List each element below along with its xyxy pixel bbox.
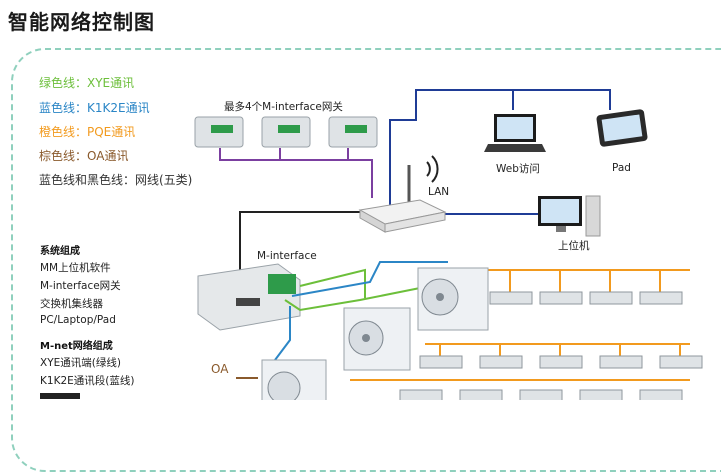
mnet-item-xye: XYE通讯端(绿线) bbox=[40, 357, 121, 369]
system-item-pc-laptop-pad: PC/Laptop/Pad bbox=[40, 314, 116, 326]
outdoor-unit-2 bbox=[343, 307, 411, 371]
gateway-device-1 bbox=[194, 116, 244, 148]
legend-item-oa: 棕色线：OA通讯 bbox=[39, 149, 129, 163]
indoor-units-row-2 bbox=[419, 355, 703, 369]
gateway-device-2 bbox=[261, 116, 311, 148]
gateway-bus-line bbox=[219, 148, 373, 198]
xye-line-2 bbox=[284, 287, 421, 312]
system-item-m-interface: M-interface网关 bbox=[40, 280, 121, 292]
system-item-mm-software: MM上位机软件 bbox=[40, 262, 111, 274]
mnet-item-k1k2e: K1K2E通讯段(蓝线) bbox=[40, 375, 135, 387]
page-title: 智能网络控制图 bbox=[8, 10, 155, 34]
router-icon bbox=[358, 165, 447, 233]
web-access-label: Web访问 bbox=[496, 163, 540, 175]
k1k2e-line-1 bbox=[291, 261, 448, 297]
legend-item-pqe: 橙色线：PQE通讯 bbox=[39, 125, 136, 139]
pqe-line-1 bbox=[474, 268, 690, 271]
router-to-gateway-line bbox=[239, 211, 360, 270]
m-interface-label: M-interface bbox=[257, 250, 317, 262]
mnet-group-heading: M-net网络组成 bbox=[40, 341, 113, 352]
cut-off-heading bbox=[40, 393, 80, 399]
indoor-units-row-3 bbox=[399, 389, 683, 400]
pad-label: Pad bbox=[612, 162, 631, 174]
host-computer-label: 上位机 bbox=[558, 240, 590, 252]
xye-line-1 bbox=[299, 268, 366, 298]
lan-label: LAN bbox=[428, 186, 450, 198]
tablet-icon bbox=[596, 109, 648, 147]
gateway-device-3 bbox=[328, 116, 378, 148]
wifi-signal-icon bbox=[426, 155, 439, 183]
k1k2e-line-2 bbox=[274, 306, 291, 361]
oa-label: OA bbox=[211, 362, 229, 376]
lan-uplink-line bbox=[389, 89, 611, 210]
m-interface-gateway bbox=[197, 263, 301, 331]
outdoor-unit-1 bbox=[417, 267, 489, 331]
indoor-units-row-1 bbox=[489, 291, 683, 305]
network-diagram bbox=[194, 89, 703, 400]
gateways-caption: 最多4个M-interface网关 bbox=[224, 101, 343, 113]
legend-item-k1k2e: 蓝色线：K1K2E通讯 bbox=[39, 101, 150, 115]
laptop-icon bbox=[484, 114, 546, 152]
desktop-computer-icon bbox=[538, 195, 601, 237]
system-item-switch-hub: 交换机集线器 bbox=[40, 298, 103, 310]
outdoor-unit-3 bbox=[261, 359, 327, 400]
legend-item-network-cable: 蓝色线和黑色线：网线(五类) bbox=[39, 173, 193, 187]
system-group-heading: 系统组成 bbox=[40, 246, 80, 257]
legend-item-xye: 绿色线：XYE通讯 bbox=[39, 76, 135, 90]
